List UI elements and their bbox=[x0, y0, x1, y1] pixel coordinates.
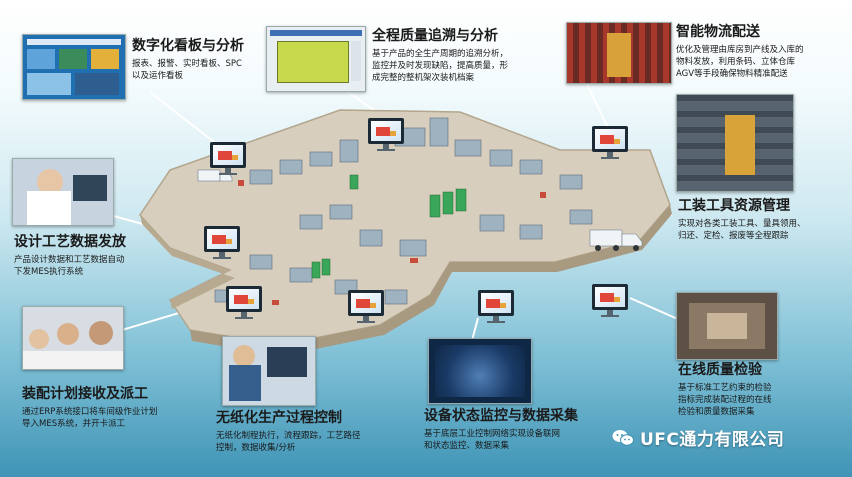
wechat-icon bbox=[612, 429, 634, 446]
dashboard-thumbnail bbox=[22, 34, 126, 100]
monitor-icon bbox=[226, 286, 262, 319]
module-design: 设计工艺数据发放 产品设计数据和工艺数据自动下发MES执行系统 bbox=[14, 234, 126, 277]
module-quality-trace: 全程质量追溯与分析 基于产品的全生产周期的追溯分析，监控并及时发现缺陷，提高质量… bbox=[372, 28, 509, 83]
monitor-icons bbox=[204, 118, 628, 323]
monitor-icon bbox=[478, 290, 514, 323]
brand-name: UFC通力有限公司 bbox=[640, 430, 785, 450]
design-thumbnail bbox=[12, 158, 114, 226]
module-title: 装配计划接收及派工 bbox=[22, 386, 148, 402]
quality-trace-thumbnail bbox=[266, 26, 366, 92]
module-assembly-plan: 装配计划接收及派工 通过ERP系统接口将车间级作业计划导入MES系统，并开卡派工 bbox=[22, 386, 158, 429]
module-online-qc: 在线质量检验 基于标准工艺约束的检验指标完成装配过程的在线检验和质量数据采集 bbox=[678, 362, 772, 417]
module-title: 无纸化生产过程控制 bbox=[216, 410, 342, 426]
module-title: 设计工艺数据发放 bbox=[14, 234, 126, 250]
brand-watermark: UFC通力有限公司 bbox=[612, 425, 784, 450]
logistics-thumbnail bbox=[566, 22, 672, 84]
monitor-icon bbox=[368, 118, 404, 151]
assembly-plan-thumbnail bbox=[22, 306, 124, 370]
module-title: 设备状态监控与数据采集 bbox=[424, 408, 578, 424]
module-tooling: 工装工具资源管理 实现对各类工装工具、量具领用、归还、定检、报废等全程跟踪 bbox=[678, 198, 806, 241]
equipment-thumbnail bbox=[428, 338, 532, 404]
module-title: 在线质量检验 bbox=[678, 362, 762, 378]
monitor-icon bbox=[204, 226, 240, 259]
module-title: 全程质量追溯与分析 bbox=[372, 28, 498, 44]
module-paperless: 无纸化生产过程控制 无纸化制程执行，流程跟踪，工艺路径控制，数据收集/分析 bbox=[216, 410, 361, 453]
monitor-icon bbox=[592, 126, 628, 159]
monitor-icon bbox=[592, 284, 628, 317]
module-title: 工装工具资源管理 bbox=[678, 198, 790, 214]
module-title: 数字化看板与分析 bbox=[132, 38, 244, 54]
module-equipment: 设备状态监控与数据采集 基于底层工业控制网络实现设备联网和状态监控、数据采集 bbox=[424, 408, 578, 451]
module-title: 智能物流配送 bbox=[676, 24, 760, 40]
tooling-thumbnail bbox=[676, 94, 794, 192]
monitor-icon bbox=[210, 142, 246, 175]
online-qc-thumbnail bbox=[676, 292, 778, 360]
paperless-thumbnail bbox=[222, 336, 316, 406]
monitor-icon bbox=[348, 290, 384, 323]
